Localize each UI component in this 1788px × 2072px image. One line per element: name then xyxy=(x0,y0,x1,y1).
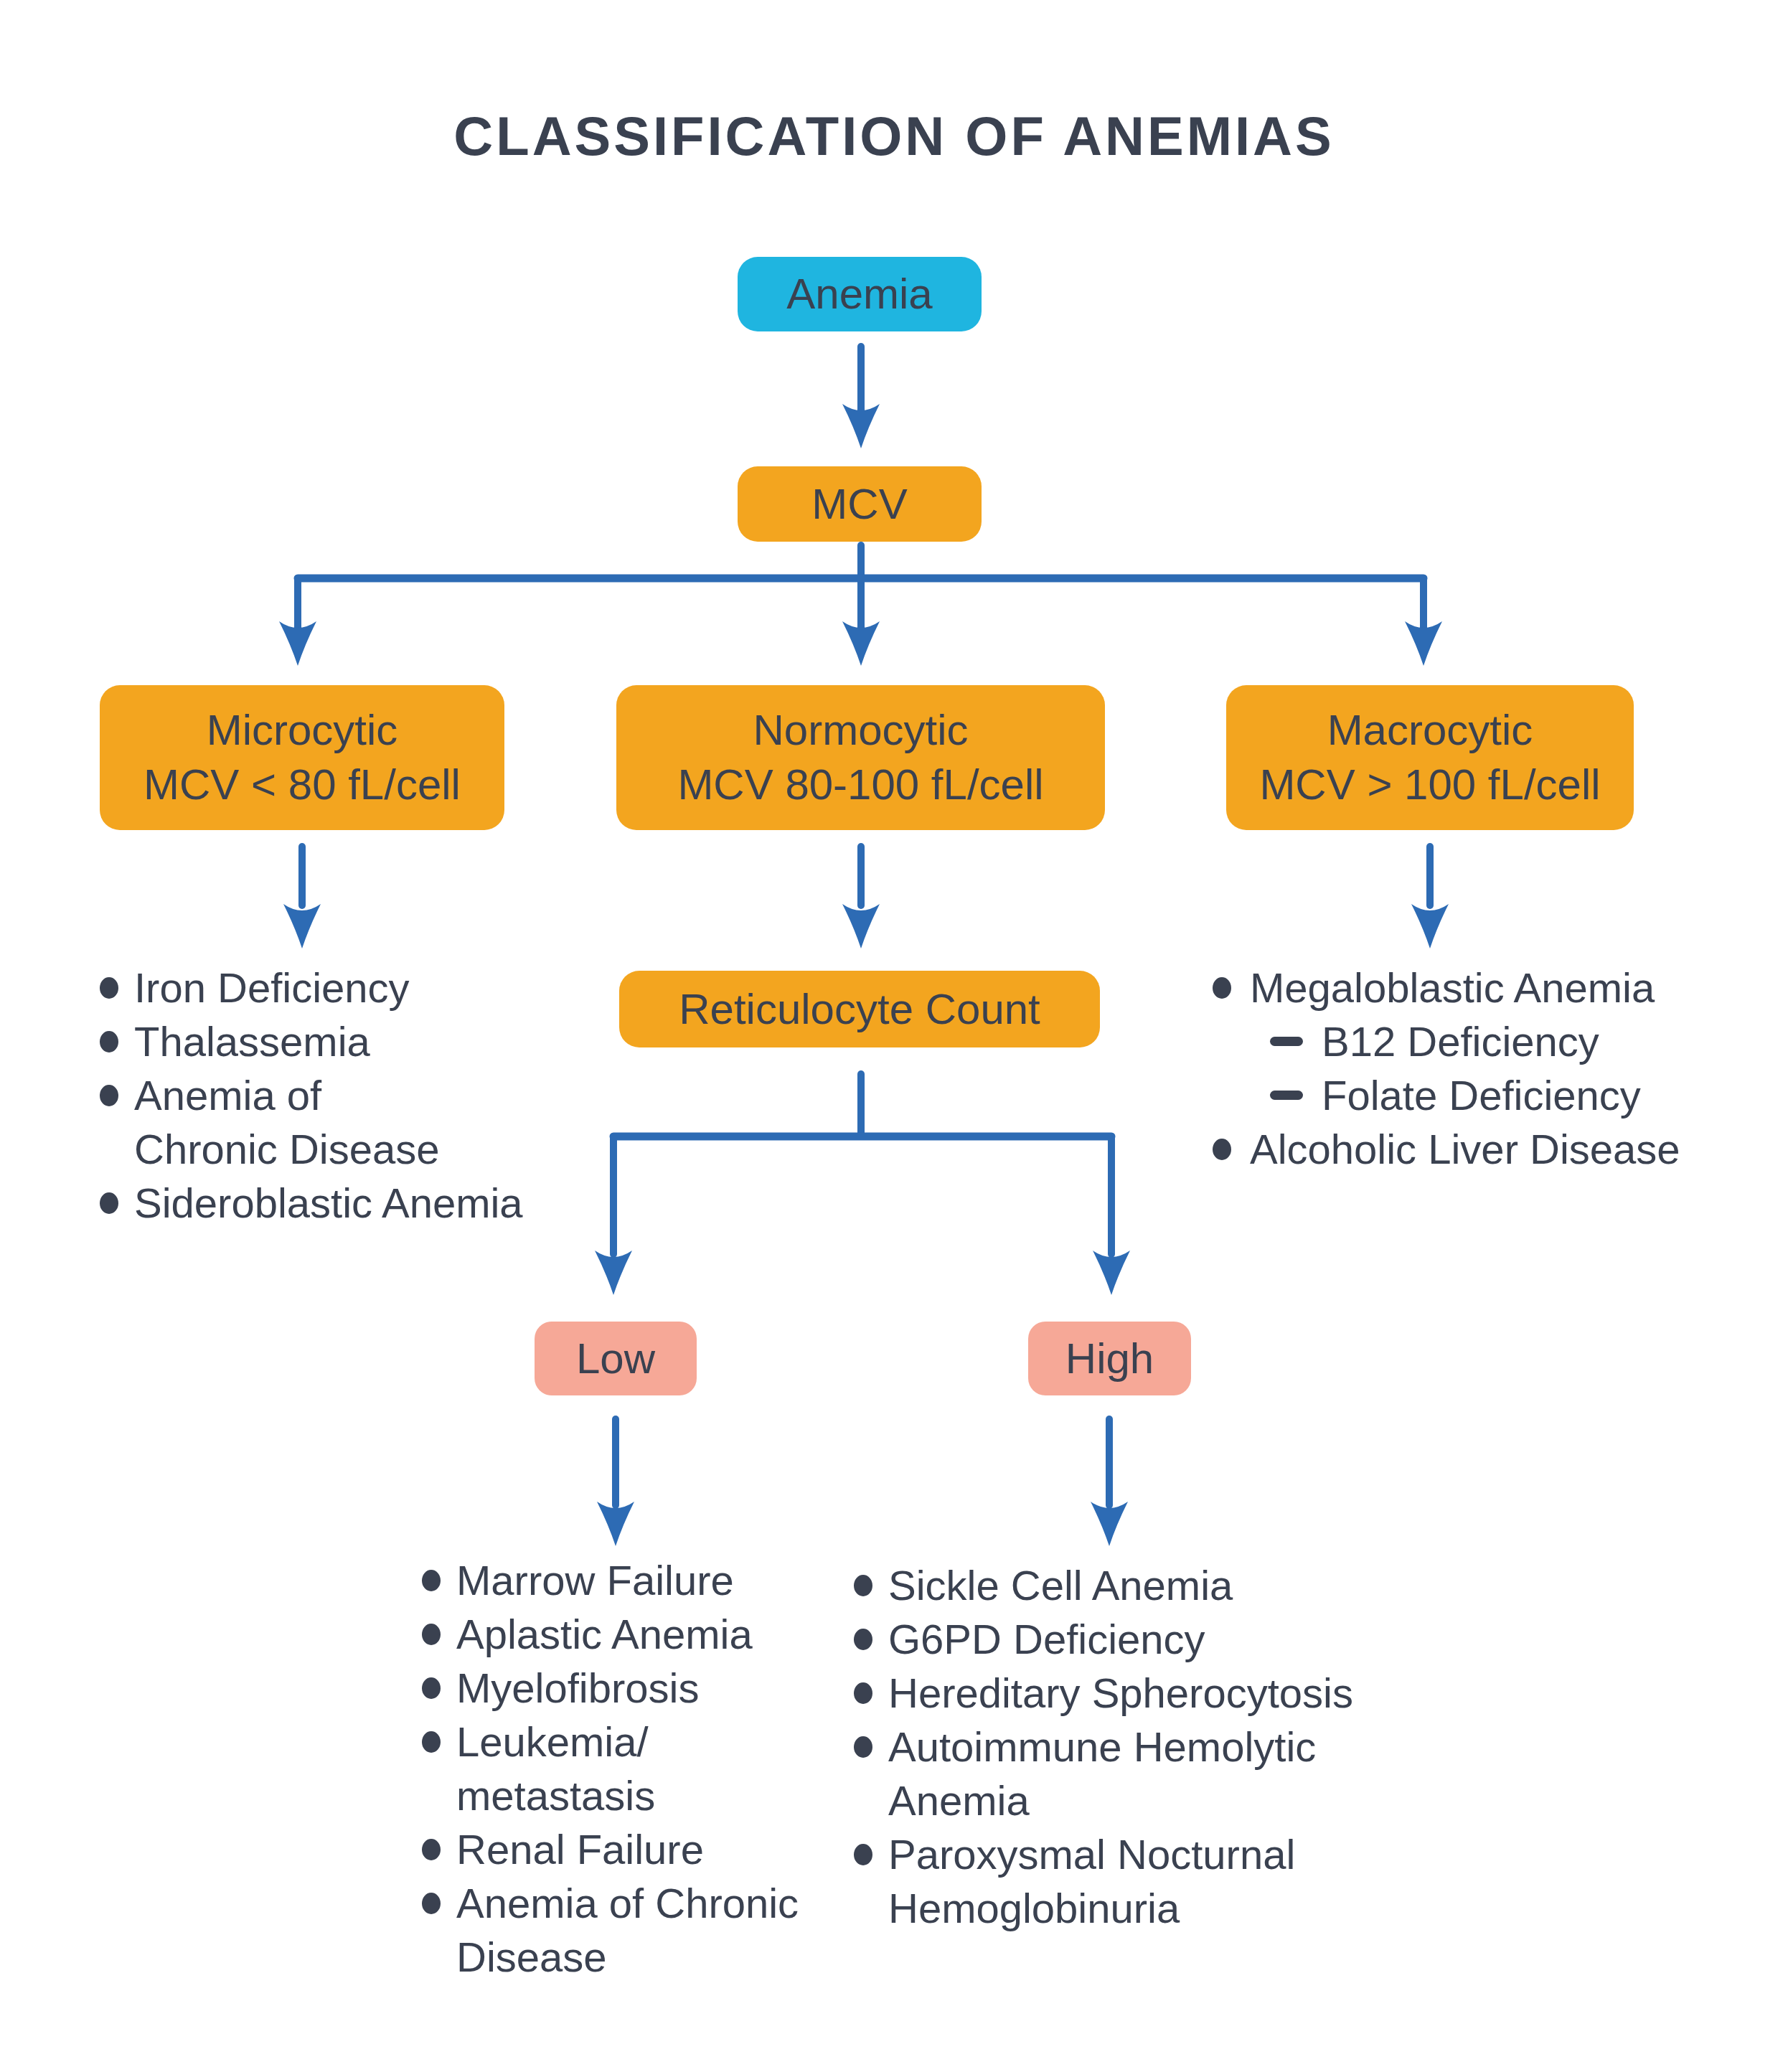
bullet-icon xyxy=(100,1068,134,1106)
node-macrocytic: Macrocytic MCV > 100 fL/cell xyxy=(1226,685,1634,830)
list-item: B12 Deficiency xyxy=(1270,1014,1680,1068)
list-item: Paroxysmal Nocturnal Hemoglobinuria xyxy=(854,1827,1353,1935)
list-item: Sideroblastic Anemia xyxy=(100,1176,523,1230)
bullet-icon xyxy=(422,1715,456,1753)
list-item: G6PD Deficiency xyxy=(854,1612,1353,1666)
list-item: Hereditary Spherocytosis xyxy=(854,1666,1353,1720)
low-reticulocyte-list: Marrow Failure Aplastic Anemia Myelofibr… xyxy=(422,1553,799,1984)
list-item: Alcoholic Liver Disease xyxy=(1213,1122,1680,1176)
bullet-icon xyxy=(854,1666,888,1704)
bullet-icon xyxy=(100,1176,134,1214)
list-item: Thalassemia xyxy=(100,1014,523,1068)
list-item: Anemia of Chronic Disease xyxy=(100,1068,523,1176)
list-item: Leukemia/ metastasis xyxy=(422,1715,799,1822)
list-item: Myelofibrosis xyxy=(422,1661,799,1715)
list-item: Megaloblastic Anemia xyxy=(1213,961,1680,1014)
list-item: Iron Deficiency xyxy=(100,961,523,1014)
bullet-icon xyxy=(100,1014,134,1053)
node-high: High xyxy=(1028,1322,1191,1395)
bullet-icon xyxy=(1213,1122,1250,1160)
bullet-icon xyxy=(854,1558,888,1596)
list-item: Anemia of Chronic Disease xyxy=(422,1876,799,1984)
bullet-icon xyxy=(854,1827,888,1865)
bullet-icon xyxy=(422,1607,456,1645)
list-item: Autoimmune Hemolytic Anemia xyxy=(854,1720,1353,1827)
dash-icon xyxy=(1270,1014,1322,1046)
list-item: Marrow Failure xyxy=(422,1553,799,1607)
list-item: Renal Failure xyxy=(422,1822,799,1876)
bullet-icon xyxy=(100,961,134,999)
list-item: Sickle Cell Anemia xyxy=(854,1558,1353,1612)
bullet-icon xyxy=(422,1553,456,1591)
bullet-icon xyxy=(422,1876,456,1914)
bullet-icon xyxy=(854,1720,888,1758)
node-normocytic: Normocytic MCV 80-100 fL/cell xyxy=(616,685,1105,830)
microcytic-causes-list: Iron Deficiency Thalassemia Anemia of Ch… xyxy=(100,961,523,1230)
node-low: Low xyxy=(535,1322,697,1395)
bullet-icon xyxy=(1213,961,1250,999)
node-anemia: Anemia xyxy=(738,257,982,331)
node-microcytic: Microcytic MCV < 80 fL/cell xyxy=(100,685,504,830)
list-item: Folate Deficiency xyxy=(1270,1068,1680,1122)
dash-icon xyxy=(1270,1068,1322,1100)
high-reticulocyte-list: Sickle Cell Anemia G6PD Deficiency Hered… xyxy=(854,1558,1353,1935)
list-item: Aplastic Anemia xyxy=(422,1607,799,1661)
node-mcv: MCV xyxy=(738,466,982,542)
node-reticulocyte-count: Reticulocyte Count xyxy=(619,971,1100,1047)
bullet-icon xyxy=(854,1612,888,1650)
bullet-icon xyxy=(422,1661,456,1699)
macrocytic-causes-list: Megaloblastic Anemia B12 Deficiency Fola… xyxy=(1213,961,1680,1176)
bullet-icon xyxy=(422,1822,456,1860)
